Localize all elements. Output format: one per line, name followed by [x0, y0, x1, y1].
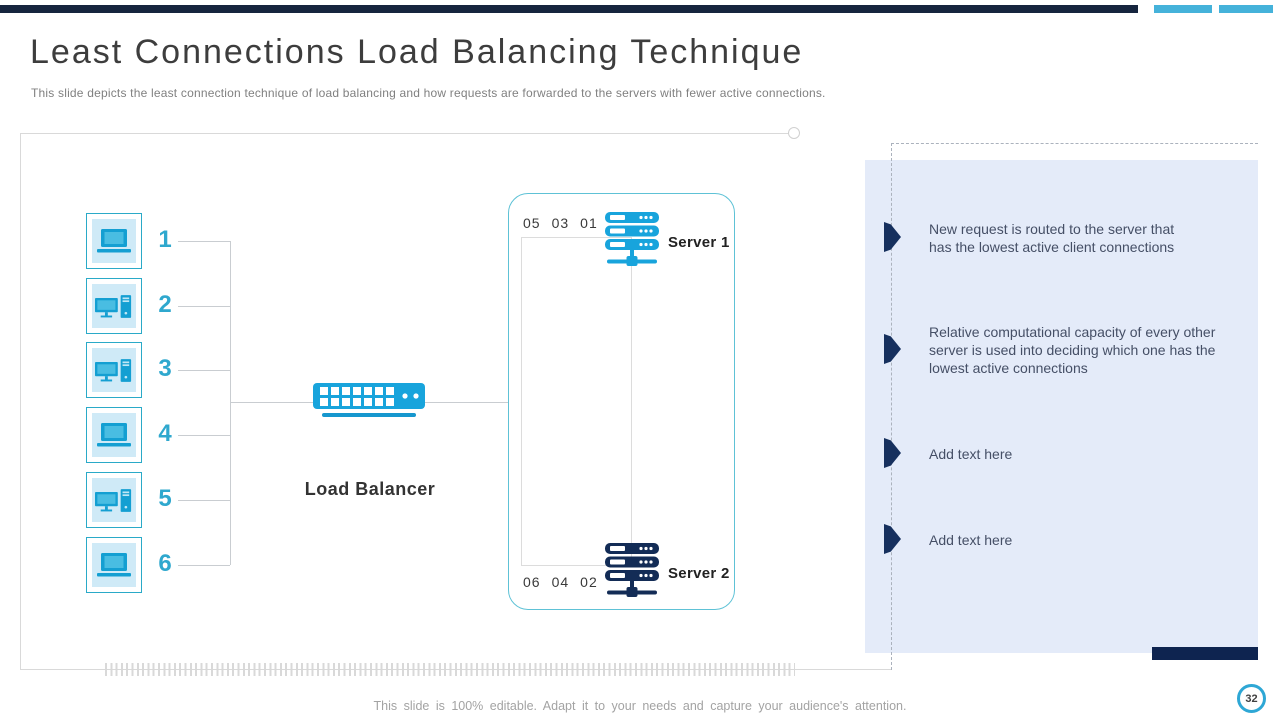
bullet-text-placeholder-2[interactable]: Add text here — [929, 532, 1013, 548]
client-device-2 — [86, 278, 142, 334]
panel-dashed-top-line — [891, 143, 1258, 144]
top-accent-bar-blue-2 — [1219, 5, 1273, 13]
client-number: 6 — [158, 550, 172, 577]
client-number: 1 — [158, 226, 172, 253]
frame-end-circle — [788, 127, 800, 139]
client-device-6 — [86, 537, 142, 593]
load-balancer-shadow — [322, 413, 416, 417]
server2-queue: 06 04 02 — [523, 574, 598, 590]
client-number: 4 — [158, 420, 172, 447]
page-number-badge: 32 — [1237, 684, 1266, 713]
server1-label: Server 1 — [668, 234, 730, 251]
client-device-4 — [86, 407, 142, 463]
desktop-icon — [92, 348, 136, 392]
bullet-text-placeholder-1[interactable]: Add text here — [929, 446, 1013, 462]
connector-line — [178, 306, 230, 307]
server2-label: Server 2 — [668, 565, 730, 582]
load-balancer-label: Load Balancer — [304, 479, 436, 499]
client-number: 3 — [158, 355, 172, 382]
laptop-icon — [92, 543, 136, 587]
client-number: 5 — [158, 485, 172, 512]
laptop-icon — [92, 413, 136, 457]
info-panel — [865, 160, 1258, 653]
panel-dashed-left-line — [891, 143, 892, 670]
queue-number: 02 — [580, 574, 598, 590]
connector-line — [178, 565, 230, 566]
request-queue-rect — [521, 237, 632, 566]
client-device-5 — [86, 472, 142, 528]
client-device-1 — [86, 213, 142, 269]
bullet-text-1: New request is routed to the server that… — [929, 221, 1175, 255]
desktop-icon — [92, 284, 136, 328]
connector-line — [178, 241, 230, 242]
frame-tick-pattern — [105, 663, 795, 676]
page-title: Least Connections Load Balancing Techniq… — [30, 33, 804, 71]
queue-number: 03 — [551, 215, 570, 231]
queue-number: 04 — [551, 574, 570, 590]
panel-accent-bar — [1152, 647, 1258, 660]
queue-number: 05 — [523, 215, 541, 231]
connector-line — [178, 500, 230, 501]
queue-number: 06 — [523, 574, 541, 590]
client-number: 2 — [158, 291, 172, 318]
desktop-icon — [92, 478, 136, 522]
client-bus-line — [230, 241, 231, 565]
load-balancer-switch-icon — [313, 383, 425, 416]
laptop-icon — [92, 219, 136, 263]
footer-note: This slide is 100% editable. Adapt it to… — [373, 699, 907, 713]
frame-top-line — [20, 133, 789, 134]
top-accent-bar-navy — [0, 5, 1138, 13]
server1-icon — [605, 212, 659, 275]
server2-icon — [605, 543, 659, 606]
top-accent-bar-blue-1 — [1154, 5, 1212, 13]
queue-number: 01 — [580, 215, 598, 231]
connector-line — [178, 370, 230, 371]
client-device-3 — [86, 342, 142, 398]
frame-left-line — [20, 133, 21, 670]
server1-queue: 05 03 01 — [523, 215, 598, 231]
connector-line — [178, 435, 230, 436]
bullet-text-2: Relative computational capacity of every… — [929, 324, 1216, 376]
slide-subtitle: This slide depicts the least connection … — [31, 86, 826, 100]
